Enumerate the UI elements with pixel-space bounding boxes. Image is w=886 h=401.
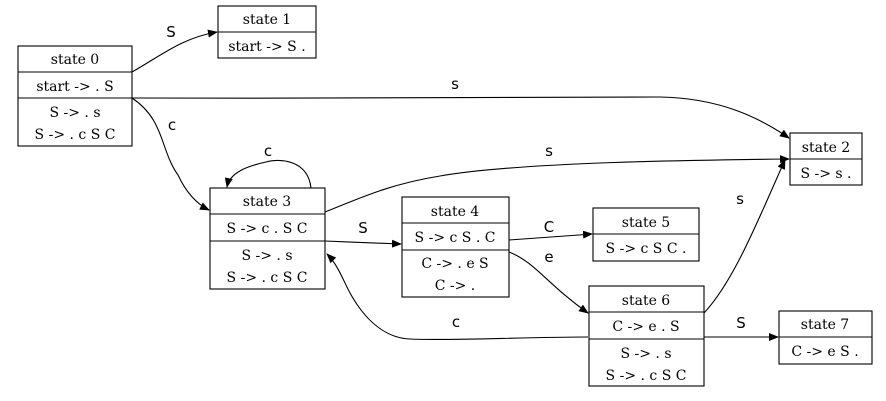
state-title: state 5 (622, 215, 670, 231)
closure-item: S -> . c S C (227, 270, 308, 286)
edge-s0-s1: S (131, 23, 218, 73)
closure-item: S -> . c S C (35, 127, 116, 143)
edge-label: s (451, 75, 459, 93)
edge-s0-s2: s (131, 75, 790, 139)
state-title: state 3 (243, 194, 291, 210)
edge-s3-s3-loop: c (224, 142, 312, 189)
state-0-node: state 0 start -> . S S -> . s S -> . c S… (17, 45, 133, 147)
edge-label: c (168, 116, 176, 134)
kernel-item: S -> c . S C (227, 221, 308, 237)
state-title: state 4 (431, 204, 480, 220)
edge-s3-s4: S (324, 219, 402, 248)
state-title: state 2 (802, 140, 850, 156)
state-4-node: state 4 S -> c S . C C -> . e S C -> . (401, 196, 510, 298)
closure-item: S -> . c S C (606, 368, 687, 384)
closure-item: S -> . s (241, 248, 292, 264)
closure-item: C -> . e S (421, 256, 488, 272)
kernel-item: S -> c S C . (606, 241, 687, 257)
state-title: state 1 (243, 12, 291, 28)
state-1-node: state 1 start -> S . (217, 5, 317, 59)
edge-label: S (736, 314, 746, 332)
kernel-item: S -> c S . C (415, 230, 496, 246)
kernel-item: start -> . S (36, 79, 113, 95)
closure-item: S -> . s (620, 346, 671, 362)
state-6-node: state 6 C -> e . S S -> . s S -> . c S C (588, 285, 705, 387)
edge-s6-s2: s (703, 159, 786, 314)
edge-label: s (545, 142, 553, 160)
edge-label: c (452, 313, 460, 331)
kernel-item: start -> S . (228, 39, 305, 55)
edge-s3-s2: s (324, 142, 790, 213)
state-title: state 6 (622, 293, 671, 309)
edge-s4-s5: C (508, 218, 593, 241)
edge-s6-s7: S (703, 314, 779, 341)
state-3-node: state 3 S -> c . S C S -> . s S -> . c S… (209, 187, 326, 290)
state-title: state 0 (51, 52, 99, 68)
kernel-item: C -> e . S (612, 319, 679, 335)
state-7-node: state 7 C -> e S . (778, 310, 873, 365)
edge-s0-s3: c (131, 97, 210, 211)
edge-label: e (544, 248, 553, 266)
edge-s4-s6: e (508, 248, 589, 314)
state-2-node: state 2 S -> s . (789, 132, 863, 186)
edge-label: S (166, 23, 176, 41)
kernel-item: S -> s . (800, 166, 851, 182)
edge-label: S (358, 219, 368, 237)
state-title: state 7 (801, 317, 849, 333)
edge-label: c (264, 142, 272, 160)
closure-item: C -> . (435, 278, 476, 294)
edge-s6-s3: c (326, 253, 589, 341)
state-5-node: state 5 S -> c S C . (592, 207, 700, 262)
edge-label: C (544, 218, 554, 236)
kernel-item: C -> e S . (791, 344, 858, 360)
closure-item: S -> . s (49, 105, 100, 121)
edge-label: s (736, 190, 744, 208)
